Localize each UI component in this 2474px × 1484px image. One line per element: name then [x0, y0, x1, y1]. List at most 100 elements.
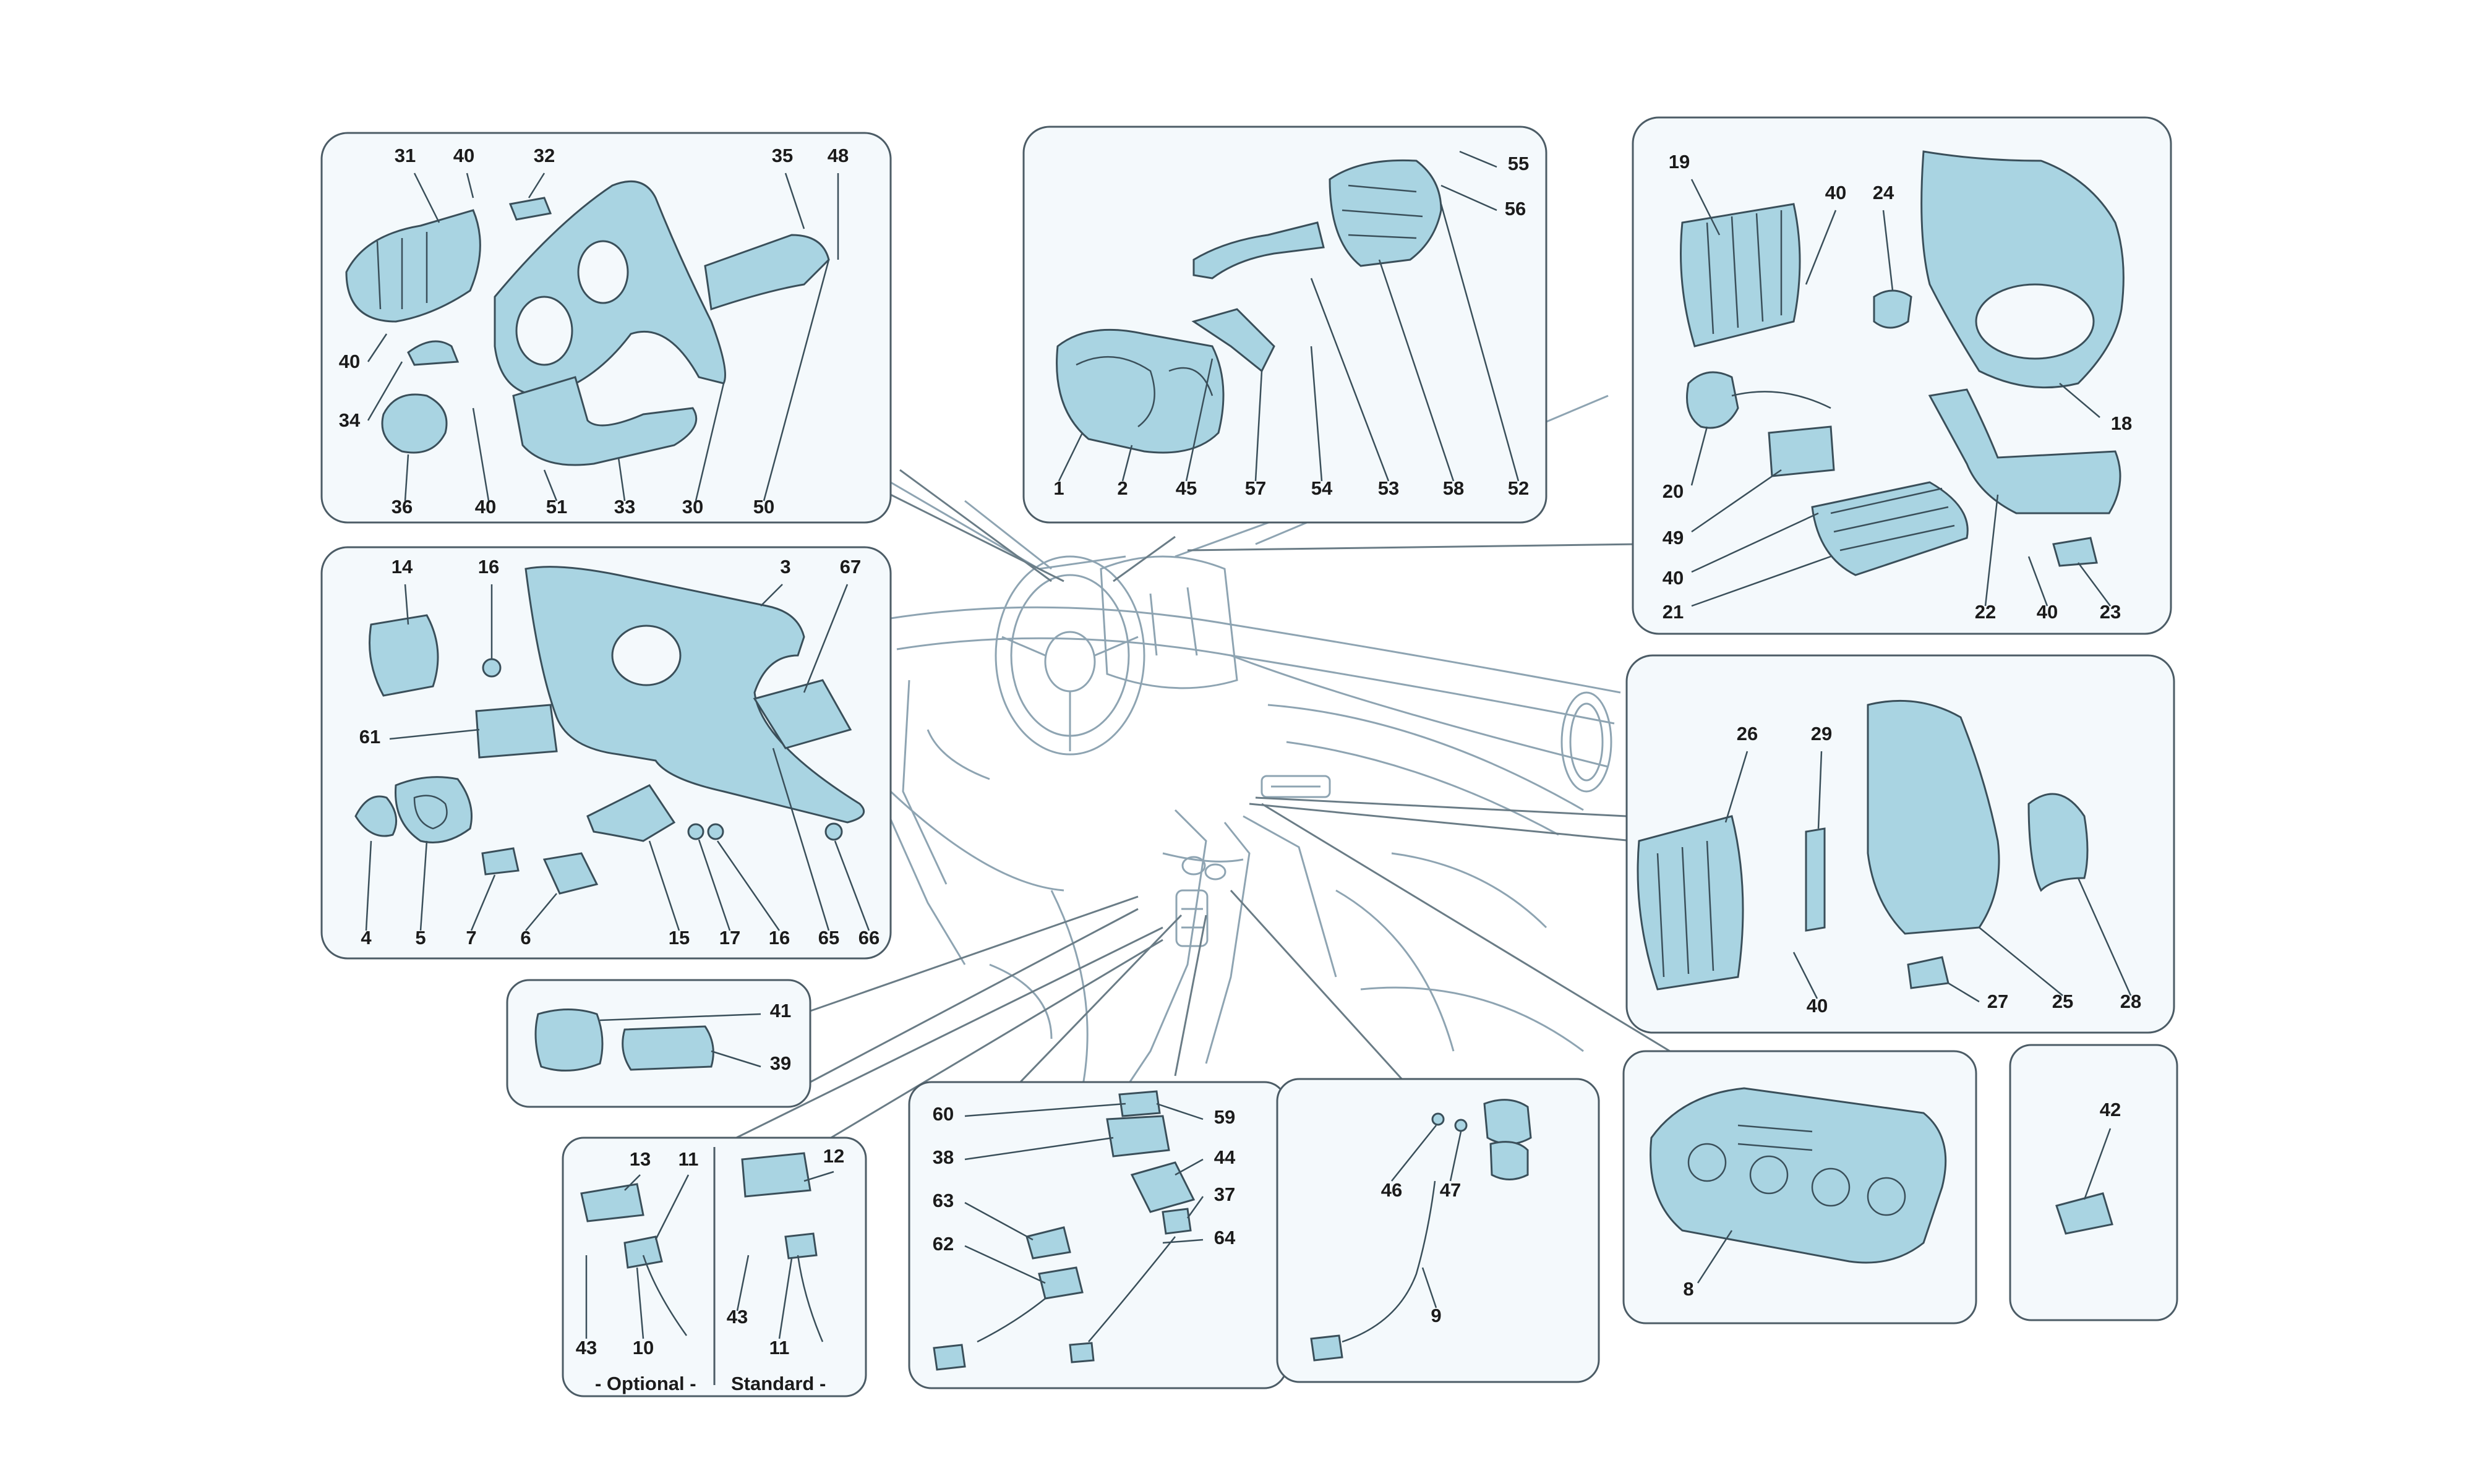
callout-label: 41	[770, 1000, 791, 1021]
callout-label: 40	[1663, 567, 1684, 589]
part-47-screw	[1454, 1119, 1468, 1132]
callout-label: 10	[633, 1337, 654, 1358]
part-detail-lines	[376, 184, 1955, 1343]
callout-label: 8	[1683, 1278, 1693, 1300]
callout-label: 14	[392, 556, 413, 578]
trim-opening	[1975, 283, 2095, 360]
dashboard-overview-sketch	[877, 394, 1621, 1089]
caption-standard: Standard -	[731, 1373, 826, 1394]
callout-label: 19	[1669, 151, 1690, 173]
part-11-switch	[784, 1232, 818, 1260]
part-66-clip	[824, 822, 843, 841]
part-24-switch	[1873, 289, 1912, 329]
callout-label: 4	[361, 927, 372, 949]
part-29-vent-grille	[1805, 827, 1826, 932]
part-60-switch	[1118, 1090, 1161, 1117]
part-connector	[933, 1344, 966, 1371]
callout-label: 32	[534, 145, 555, 166]
callout-label: 26	[1737, 723, 1758, 744]
callout-label: 43	[576, 1337, 597, 1358]
callout-label: 31	[395, 145, 416, 166]
callout-label: 13	[630, 1148, 651, 1170]
callout-label: 16	[478, 556, 499, 578]
part-22-lower-trim	[1928, 388, 2121, 514]
callout-label: 38	[933, 1146, 954, 1168]
part-11-switch	[623, 1235, 663, 1269]
part-63-cover	[1025, 1226, 1071, 1260]
part-26-vent	[1637, 815, 1744, 991]
part-13-bezel	[580, 1183, 644, 1222]
callout-label: 25	[2052, 991, 2073, 1012]
callout-label: 2	[1117, 477, 1128, 499]
part-41-bezel	[534, 1009, 604, 1072]
part-8-climate-control	[1650, 1087, 1947, 1264]
part-6-connector	[542, 852, 599, 895]
callout-label: 56	[1505, 198, 1526, 220]
callout-label: 39	[770, 1052, 791, 1074]
callout-label: 11	[769, 1337, 790, 1358]
callout-label: 11	[678, 1148, 699, 1170]
callout-label: 7	[466, 927, 476, 949]
part-usb-socket	[1483, 1099, 1532, 1145]
callout-label: 9	[1431, 1305, 1441, 1326]
part-5-switch-bezel	[395, 776, 473, 843]
callout-label: 6	[520, 927, 531, 949]
callout-label: 44	[1214, 1146, 1236, 1168]
part-12-bezel	[741, 1152, 811, 1198]
part-34-bracket	[407, 340, 460, 366]
callout-label: 21	[1663, 601, 1684, 623]
callout-label: 40	[453, 145, 474, 166]
part-9-connector	[1310, 1334, 1343, 1362]
part-20-switch-harness	[1686, 371, 1739, 429]
callout-label: 29	[1811, 723, 1832, 744]
callout-label: 20	[1663, 480, 1684, 502]
part-21-center-vent	[1811, 481, 1969, 576]
leader-lines	[711, 469, 1671, 1151]
part-25-duct	[1867, 699, 2000, 935]
callout-label: 49	[1663, 527, 1684, 548]
caption-optional: - Optional -	[595, 1373, 696, 1394]
callout-label: 37	[1214, 1183, 1235, 1205]
part-45-bracket	[1191, 308, 1275, 373]
callout-label: 12	[823, 1145, 844, 1167]
part-33-lower-trim	[512, 376, 698, 466]
part-hood-frame	[1192, 221, 1325, 279]
callout-label: 27	[1987, 991, 2008, 1012]
panel-small-part	[2009, 1044, 2178, 1321]
part-35-duct	[704, 234, 830, 310]
part-28-duct	[2027, 793, 2089, 892]
callout-label: 36	[392, 496, 413, 518]
callout-label: 18	[2111, 412, 2132, 434]
part-1-instrument-cluster	[1056, 328, 1225, 454]
callout-label: 63	[933, 1190, 954, 1211]
callout-label: 1	[1053, 477, 1064, 499]
callout-label: 34	[339, 409, 361, 431]
part-connector	[1069, 1342, 1095, 1363]
trim-opening	[577, 240, 629, 304]
part-23-switch	[2052, 537, 2098, 567]
part-3-knee-panel	[524, 566, 865, 824]
part-19-side-vent	[1680, 203, 1801, 348]
callout-label: 30	[682, 496, 703, 518]
callout-label: 35	[772, 145, 793, 166]
callout-label: 59	[1214, 1106, 1235, 1128]
callout-label: 23	[2100, 601, 2121, 623]
part-49-pad	[1768, 425, 1835, 477]
callout-leaders	[365, 150, 2132, 1339]
callout-label: 61	[359, 726, 380, 748]
part-46-screw	[1431, 1112, 1445, 1126]
callout-label: 60	[933, 1103, 954, 1125]
callout-label: 47	[1440, 1179, 1461, 1201]
part-4-switch	[354, 795, 398, 837]
callout-label: 40	[475, 496, 496, 518]
callout-label: 40	[339, 351, 360, 372]
trim-opening	[515, 296, 573, 366]
part-37-switch	[1162, 1208, 1192, 1235]
callout-label: 24	[1873, 182, 1894, 203]
part-42-clip	[2055, 1192, 2113, 1235]
callout-label: 46	[1381, 1179, 1402, 1201]
part-usb-socket	[1489, 1141, 1529, 1180]
panel-instrument-cluster	[1022, 126, 1547, 524]
callout-label: 67	[840, 556, 861, 578]
